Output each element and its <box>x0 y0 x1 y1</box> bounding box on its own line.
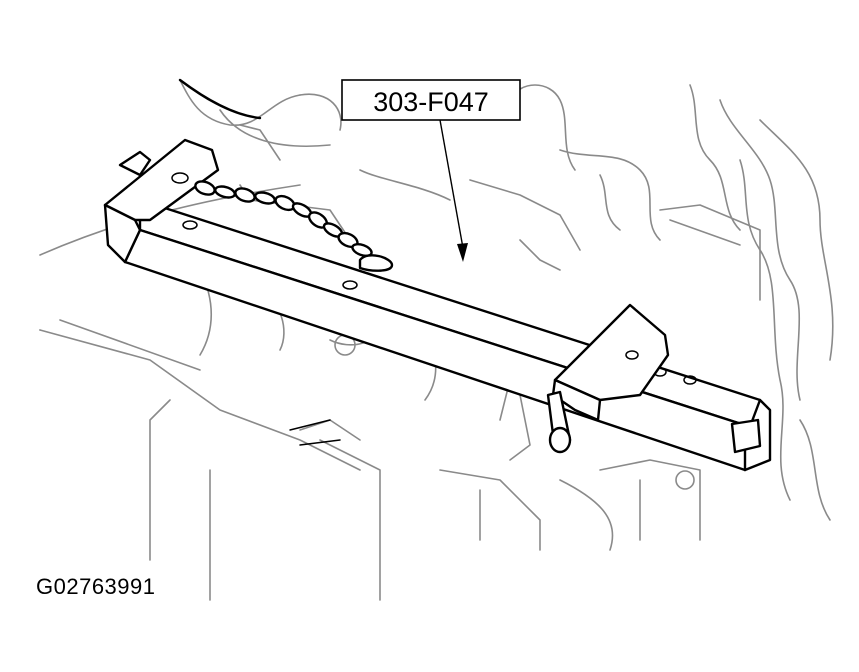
engine-background-outline <box>39 79 834 601</box>
tool-callout: 303-F047 <box>341 79 521 262</box>
cable-harness <box>178 78 341 446</box>
figure-id: G02763991 <box>36 574 156 599</box>
alignment-bar-tool <box>123 198 772 472</box>
right-bracket <box>546 303 670 454</box>
left-bracket <box>103 138 220 264</box>
retaining-chain <box>194 180 394 272</box>
callout-arrowhead <box>457 243 468 262</box>
callout-leader-line <box>439 119 464 249</box>
callout-box <box>341 79 521 121</box>
callout-label: 303-F047 <box>373 87 489 117</box>
